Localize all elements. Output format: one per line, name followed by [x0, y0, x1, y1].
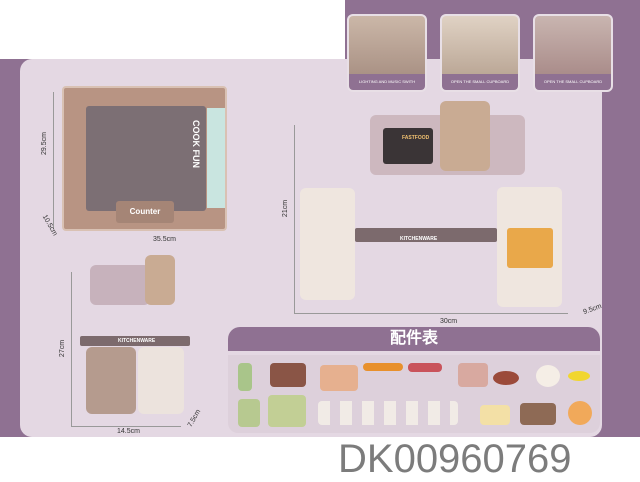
main-fridge — [300, 188, 355, 300]
main-counter-label: KITCHENWARE — [400, 236, 438, 242]
feature-thumbnail-light-music: LIGHTING AND MUSIC SWITH — [347, 14, 427, 92]
main-menu-text: FASTFOOD — [402, 135, 430, 141]
small-oven — [138, 347, 184, 414]
main-oven-window — [507, 228, 553, 268]
feature-thumbnail-cupboard: OPEN THE SMALL CUPBOARD — [440, 14, 520, 92]
package-box-image: Counter — [62, 86, 227, 231]
package-side-text: COOK FUN — [191, 120, 201, 168]
main-height: 21cm — [282, 199, 290, 218]
small-counter-label: KITCHENWARE — [118, 338, 156, 344]
thumbnail-caption: LIGHTING AND MUSIC SWITH — [349, 74, 425, 90]
package-brand: Counter — [116, 201, 174, 223]
accessories-title: 配件表 — [228, 327, 600, 351]
small-width: 14.5cm — [117, 428, 140, 435]
accessories-list — [228, 355, 600, 433]
small-upper-cabinet — [90, 265, 150, 305]
product-code: DK00960769 — [338, 437, 572, 481]
thumbnail-caption: OPEN THE SMALL CUPBOARD — [535, 74, 611, 90]
small-height: 27cm — [59, 339, 67, 358]
thumbnail-caption: OPEN THE SMALL CUPBOARD — [442, 74, 518, 90]
feature-thumbnail-cupboard-2: OPEN THE SMALL CUPBOARD — [533, 14, 613, 92]
small-fridge — [86, 347, 136, 414]
package-width: 35.5cm — [153, 236, 176, 243]
main-menu-board — [383, 128, 433, 164]
package-height: 29.5cm — [40, 132, 48, 155]
main-width: 30cm — [440, 318, 458, 325]
small-counter — [80, 336, 190, 346]
small-hood — [145, 255, 175, 305]
main-counter — [355, 228, 497, 242]
main-hood — [440, 101, 490, 171]
